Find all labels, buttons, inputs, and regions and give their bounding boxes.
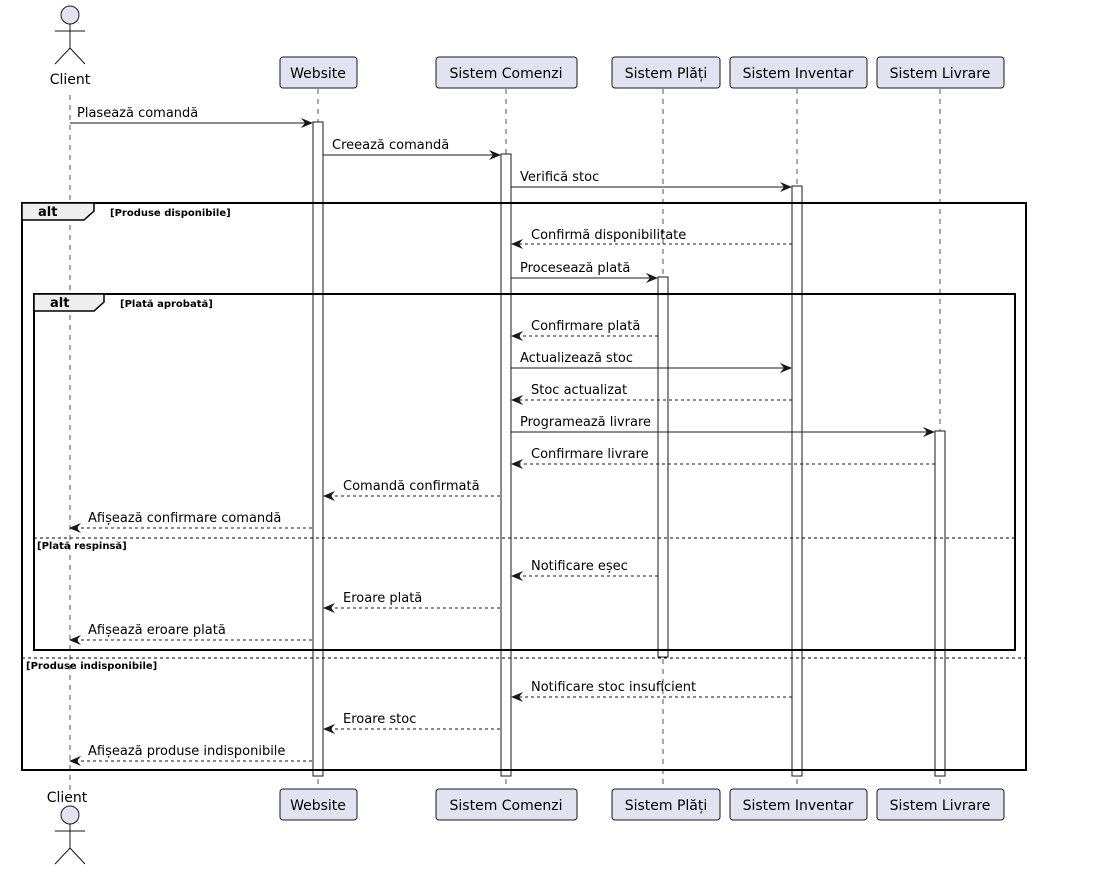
participant-label: Client	[47, 790, 88, 806]
participant-label: Sistem Inventar	[743, 798, 854, 814]
message-5: Procesează plată	[511, 261, 658, 283]
message-label: Afișează produse indisponibile	[88, 744, 285, 759]
participant-comenzi-bottom: Sistem Comenzi	[435, 788, 578, 821]
fragment-frame	[33, 293, 1016, 651]
participant-website-bottom: Website	[279, 788, 358, 821]
message-15: Afișează eroare plată	[69, 623, 312, 645]
message-label: Notificare stoc insuficient	[531, 680, 696, 695]
message-label: Eroare plată	[343, 591, 422, 606]
message-14: Eroare plată	[323, 591, 500, 613]
participant-label: Sistem Comenzi	[450, 798, 563, 814]
message-9: Programează livrare	[511, 415, 935, 437]
participant-label: Website	[290, 798, 346, 814]
participant-plati-bottom: Sistem Plăți	[611, 788, 721, 821]
message-17: Eroare stoc	[323, 712, 500, 734]
activation-bars	[312, 121, 946, 777]
alt-fragment-produse: alt [Produse disponibile] [Produse indis…	[21, 202, 1027, 771]
fragment-else-guard: [Produse indisponibile]	[26, 661, 157, 672]
participant-inventar-top: Sistem Inventar	[729, 56, 868, 89]
fragment-frame	[21, 202, 1027, 771]
fragment-guard: [Plată aprobată]	[120, 299, 213, 310]
actor-icon	[54, 805, 86, 865]
participant-label: Client	[50, 72, 91, 88]
fragment-tab	[21, 202, 95, 221]
message-label: Confirmare plată	[531, 319, 640, 334]
message-12: Afișează confirmare comandă	[69, 511, 312, 533]
participant-label: Sistem Plăți	[625, 66, 708, 82]
message-label: Actualizează stoc	[520, 351, 633, 366]
message-label: Plasează comandă	[77, 106, 198, 121]
message-13: Notificare eșec	[511, 559, 658, 581]
message-label: Eroare stoc	[343, 712, 416, 727]
message-6: Confirmare plată	[511, 319, 658, 341]
participant-plati-top: Sistem Plăți	[611, 56, 721, 89]
participants-top: Client Website Sistem Comenzi Sistem Plă…	[50, 5, 1005, 89]
actor-client-top: Client	[50, 5, 91, 88]
message-4: Confirmă disponibilitate	[511, 228, 792, 249]
message-label: Afișează eroare plată	[88, 623, 226, 638]
message-label: Afișează confirmare comandă	[88, 511, 281, 526]
fragment-keyword: alt	[50, 296, 69, 311]
message-label: Verifică stoc	[520, 170, 599, 185]
participant-livrare-top: Sistem Livrare	[876, 56, 1005, 89]
message-10: Confirmare livrare	[511, 447, 935, 469]
message-8: Stoc actualizat	[511, 383, 792, 405]
messages: Plasează comandă Creează comandă Verific…	[69, 106, 935, 766]
alt-fragment-plata: alt [Plată aprobată] [Plată respinsă]	[33, 293, 1016, 651]
participant-inventar-bottom: Sistem Inventar	[729, 788, 868, 821]
message-label: Confirmă disponibilitate	[531, 228, 686, 243]
message-11: Comandă confirmată	[323, 479, 500, 501]
participants-bottom: Client Website Sistem Comenzi Sistem Plă…	[47, 788, 1005, 865]
fragment-else-guard: [Plată respinsă]	[37, 541, 127, 552]
participant-comenzi-top: Sistem Comenzi	[435, 56, 578, 89]
fragment-tab	[33, 293, 105, 312]
message-label: Stoc actualizat	[531, 383, 627, 398]
participant-label: Sistem Inventar	[743, 66, 854, 82]
message-7: Actualizează stoc	[511, 351, 792, 373]
message-1: Plasează comandă	[70, 106, 313, 128]
activation-livrare	[934, 430, 946, 777]
message-label: Comandă confirmată	[343, 479, 480, 494]
participant-label: Sistem Plăți	[625, 798, 708, 814]
message-label: Procesează plată	[520, 261, 630, 276]
participant-label: Website	[290, 66, 346, 82]
message-3: Verifică stoc	[511, 170, 792, 192]
actor-client-bottom: Client	[47, 790, 88, 865]
activation-plati	[657, 276, 669, 658]
activation-comenzi	[500, 153, 512, 777]
participant-label: Sistem Livrare	[890, 798, 991, 814]
message-label: Confirmare livrare	[531, 447, 649, 462]
activation-website	[312, 121, 324, 777]
participant-website-top: Website	[279, 56, 358, 89]
message-label: Programează livrare	[520, 415, 651, 430]
participant-label: Sistem Livrare	[890, 66, 991, 82]
activation-inventar	[791, 185, 803, 777]
message-label: Creează comandă	[332, 138, 449, 153]
fragment-keyword: alt	[38, 205, 57, 220]
actor-icon	[54, 5, 86, 65]
message-label: Notificare eșec	[531, 559, 628, 574]
message-16: Notificare stoc insuficient	[511, 680, 792, 702]
message-18: Afișează produse indisponibile	[69, 744, 312, 766]
participant-label: Sistem Comenzi	[450, 66, 563, 82]
message-2: Creează comandă	[323, 138, 501, 160]
participant-livrare-bottom: Sistem Livrare	[876, 788, 1005, 821]
fragment-guard: [Produse disponibile]	[110, 208, 231, 219]
